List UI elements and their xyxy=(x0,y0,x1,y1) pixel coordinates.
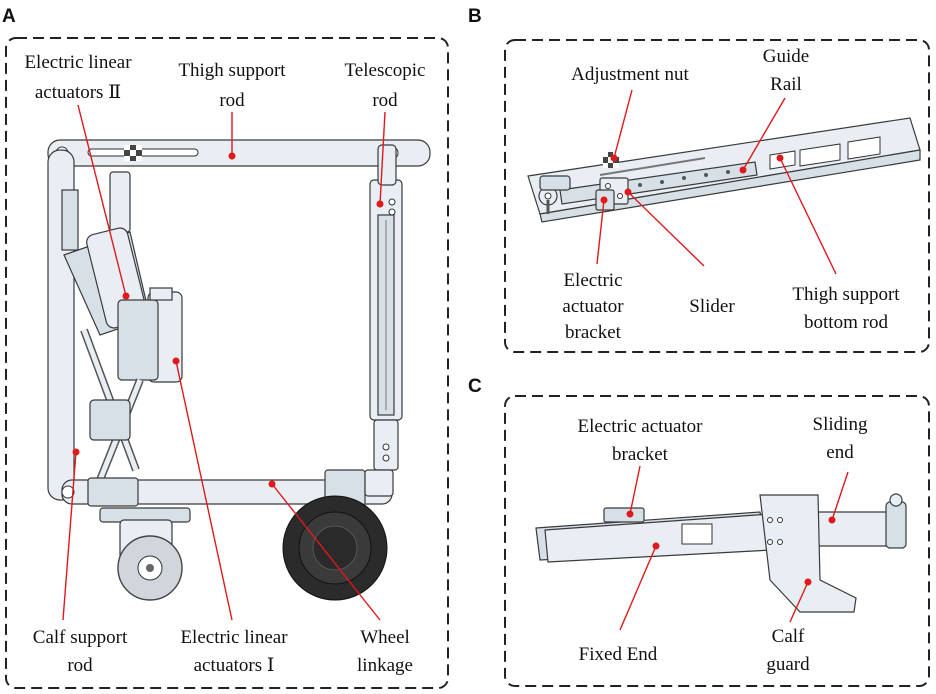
label-actuator-bracket-line3: bracket xyxy=(565,322,622,343)
telescopic-rod xyxy=(369,144,403,471)
calf-guard xyxy=(759,494,857,613)
thigh-support-rod xyxy=(47,139,431,167)
label-linear-actuators-2-line2: actuators Ⅱ xyxy=(35,82,121,103)
slider-bracket xyxy=(595,177,629,211)
panel-a: A xyxy=(2,6,449,689)
label-thigh-support-rod-line1: Thigh support xyxy=(178,60,286,81)
calf-support-rod xyxy=(47,149,79,502)
panel-c: C Electric xyxy=(468,376,930,687)
label-c-actuator-bracket-line2: bracket xyxy=(612,444,669,465)
wheel-linkage-rod xyxy=(61,469,394,507)
panel-b-letter: B xyxy=(468,6,482,27)
panel-b-frame xyxy=(504,39,930,353)
label-actuator-bracket-line1: Electric xyxy=(563,270,622,291)
fixed-end xyxy=(535,507,773,563)
panel-a-frame xyxy=(5,37,449,689)
label-c-actuator-bracket-line1: Electric actuator xyxy=(577,416,703,437)
panel-c-leaders xyxy=(619,465,849,631)
label-linear-actuators-1-line1: Electric linear xyxy=(180,627,288,648)
label-sliding-end-line2: end xyxy=(826,442,854,463)
caster-wheel xyxy=(99,507,191,601)
rod-end-fittings xyxy=(538,175,571,214)
label-slider: Slider xyxy=(689,296,735,317)
label-calf-guard-line1: Calf xyxy=(772,626,805,647)
label-guide-rail-line2: Rail xyxy=(770,74,802,95)
label-wheel-linkage-line1: Wheel xyxy=(360,627,410,648)
label-adjustment-nut: Adjustment nut xyxy=(571,64,689,85)
label-telescopic-rod-line2: rod xyxy=(372,90,398,111)
panel-b-leaders xyxy=(596,89,837,275)
big-wheel xyxy=(282,495,388,601)
label-linear-actuators-1-line2: actuators Ⅰ xyxy=(194,655,275,676)
panel-b: B xyxy=(468,6,930,353)
panel-c-letter: C xyxy=(468,376,482,397)
electric-linear-actuator-1 xyxy=(89,287,183,482)
label-thigh-bottom-rod-line2: bottom rod xyxy=(804,312,888,333)
label-telescopic-rod-line1: Telescopic xyxy=(345,60,426,81)
label-linear-actuators-2-line1: Electric linear xyxy=(24,52,132,73)
label-wheel-linkage-line2: linkage xyxy=(357,655,413,676)
label-sliding-end-line1: Sliding xyxy=(813,414,868,435)
label-fixed-end: Fixed End xyxy=(579,644,658,665)
panel-c-frame xyxy=(504,395,930,687)
panel-a-leaders xyxy=(62,104,386,621)
label-calf-guard-line2: guard xyxy=(766,654,810,675)
panel-a-letter: A xyxy=(2,6,16,27)
label-thigh-support-rod-line2: rod xyxy=(219,90,245,111)
label-actuator-bracket-line2: actuator xyxy=(562,296,624,317)
label-guide-rail-line1: Guide xyxy=(763,46,809,67)
label-thigh-bottom-rod-line1: Thigh support xyxy=(792,284,900,305)
label-calf-support-rod-line1: Calf support xyxy=(33,627,128,648)
label-calf-support-rod-line2: rod xyxy=(67,655,93,676)
